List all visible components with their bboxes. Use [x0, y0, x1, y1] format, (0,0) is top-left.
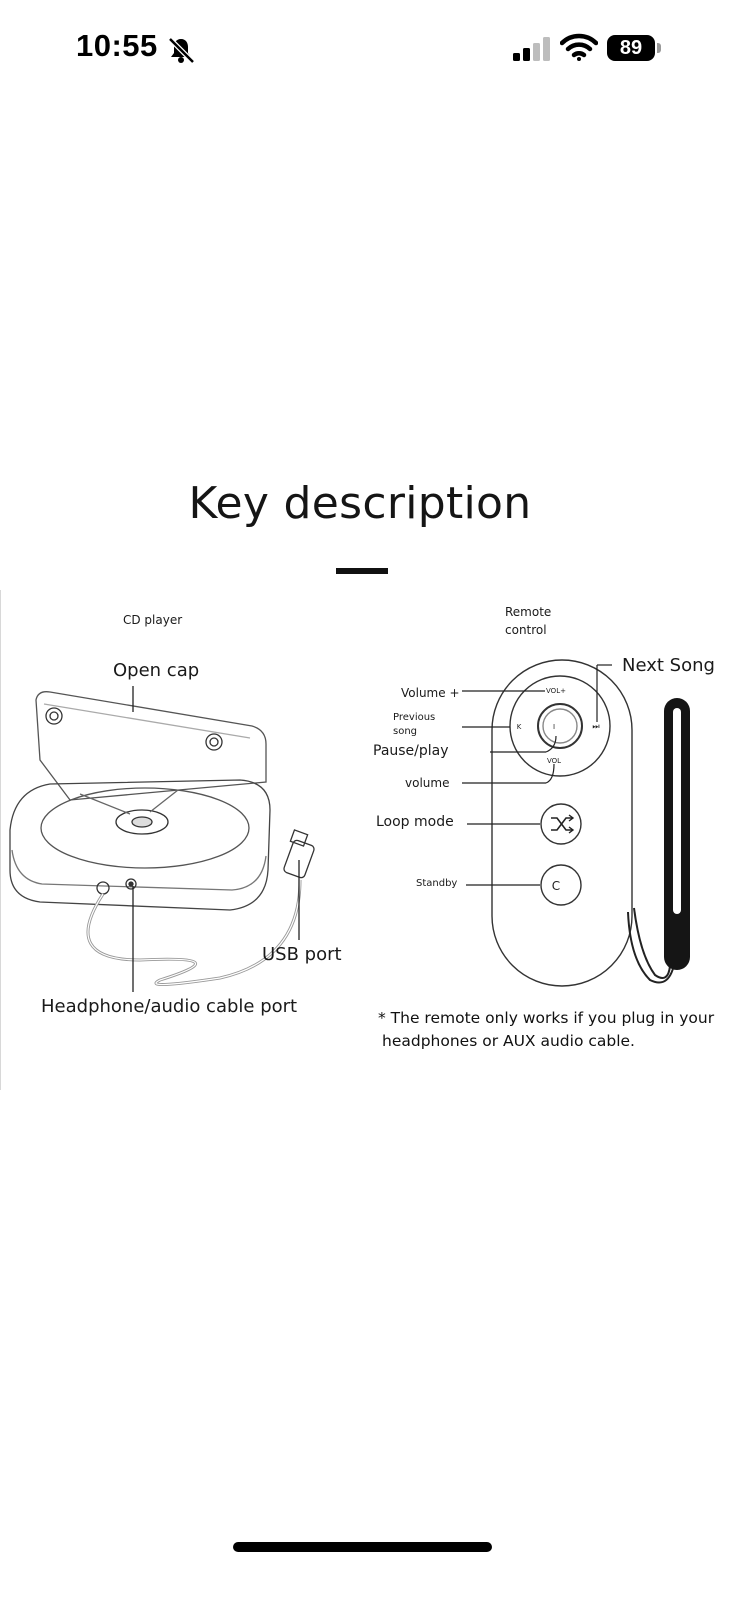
prev-mark: K: [517, 723, 522, 731]
footnote-line2: headphones or AUX audio cable.: [382, 1032, 635, 1050]
remote-caption-line2: control: [505, 623, 547, 637]
signal-icon: [513, 37, 550, 61]
remote-footnote: * The remote only works if you plug in y…: [378, 1007, 718, 1053]
cd-player-caption: CD player: [123, 613, 183, 627]
standby-mark: C: [552, 879, 560, 893]
home-indicator[interactable]: [233, 1542, 492, 1552]
cd-player-leaders: [132, 686, 300, 992]
remote-leaders: [462, 664, 612, 886]
cd-player-illustration: [9, 691, 315, 986]
lanyard-slot: [673, 708, 681, 914]
remote-illustration: [491, 659, 676, 987]
label-volume-up: Volume +: [401, 686, 460, 700]
vol-minus-mark: VOL: [547, 757, 561, 765]
battery-level: 89: [607, 35, 655, 61]
label-usb-port: USB port: [262, 944, 342, 965]
vol-plus-mark: VOL+: [546, 687, 566, 695]
label-previous-line2: song: [393, 726, 418, 737]
bell-slash-icon: [168, 37, 195, 64]
wifi-icon: [560, 33, 598, 61]
label-previous-line1: Previous: [393, 712, 436, 723]
image-edge: [0, 590, 1, 1090]
remote-caption-line1: Remote: [505, 605, 552, 619]
status-time: 10:55: [76, 28, 158, 63]
battery-icon: 89: [607, 35, 661, 61]
label-standby: Standby: [416, 878, 458, 889]
label-volume-down: volume: [405, 776, 450, 790]
label-open-cap: Open cap: [113, 660, 200, 681]
footnote-line1: * The remote only works if you plug in y…: [378, 1009, 715, 1027]
battery-cap: [657, 43, 661, 53]
page-heading: Key description: [188, 478, 532, 529]
label-headphone-port: Headphone/audio cable port: [41, 996, 298, 1017]
status-bar: 10:55 89: [0, 0, 739, 100]
label-next-song: Next Song: [622, 655, 715, 676]
label-loop-mode: Loop mode: [376, 814, 454, 830]
center-mark: I: [553, 723, 555, 731]
label-pause-play: Pause/play: [373, 743, 449, 759]
next-mark: ⏭: [592, 722, 599, 731]
heading-divider: [336, 568, 388, 574]
